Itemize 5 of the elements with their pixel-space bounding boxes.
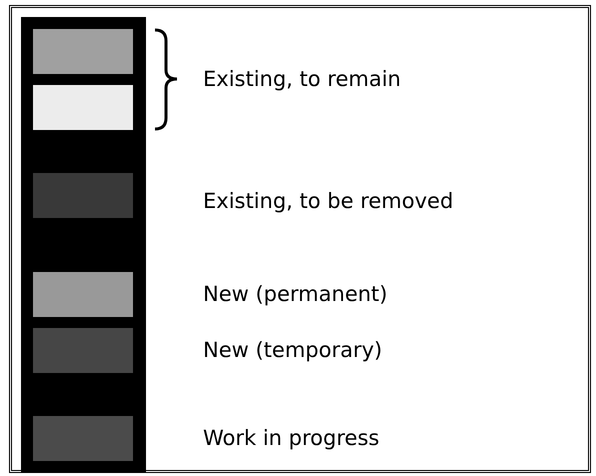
legend-label: Existing, to remain (203, 66, 401, 92)
legend-label: Work in progress (203, 425, 380, 451)
legend-label: New (temporary) (203, 337, 382, 363)
legend-label: Existing, to be removed (203, 188, 454, 214)
legend-label: New (permanent) (203, 281, 388, 307)
